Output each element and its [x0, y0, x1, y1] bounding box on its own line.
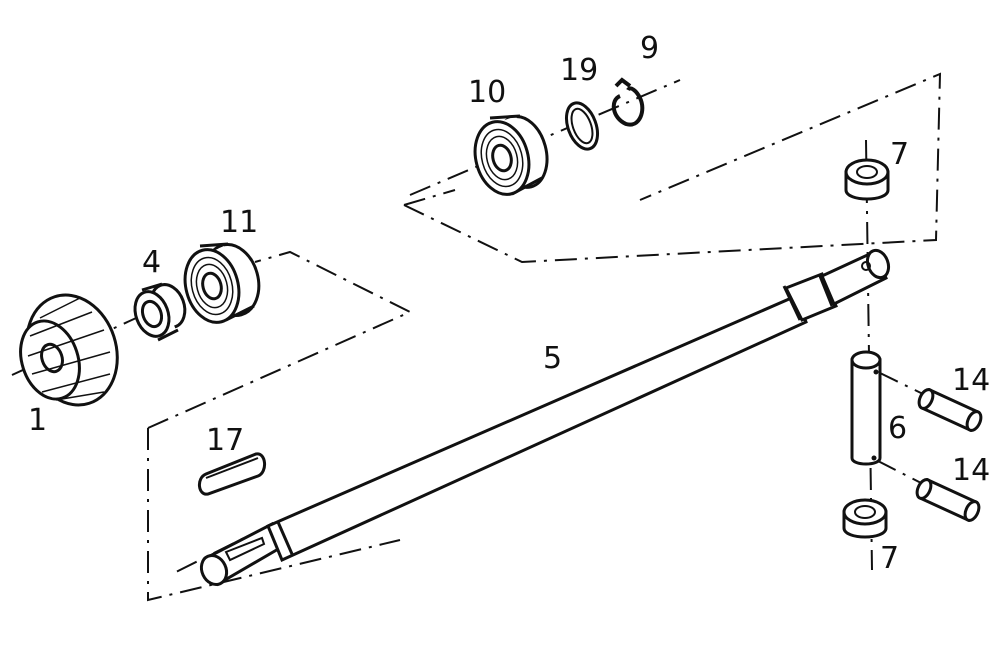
dowel-top-axis [877, 371, 926, 396]
label-pin: 6 [888, 411, 907, 446]
boundary-lower-left [147, 428, 401, 602]
bearing-right-bore [491, 143, 513, 173]
shaft [199, 248, 891, 587]
washer-outer [564, 101, 600, 151]
label-dowel-bottom: 14 [952, 453, 990, 488]
pin-top-face [850, 350, 882, 370]
part-labels: 1 4 5 6 7 7 9 10 11 14 14 17 19 [28, 31, 990, 576]
roller-top [844, 158, 890, 201]
label-bearing-left: 11 [220, 205, 258, 240]
assembly-boundary-lines [147, 72, 942, 602]
washer-inner [570, 107, 594, 145]
shaft-tip [865, 248, 891, 280]
label-gear: 1 [28, 403, 47, 438]
pin-body [850, 358, 882, 466]
bearing-axis-line [409, 79, 681, 196]
shaft-cross-hole [861, 261, 871, 271]
bushing-bore [140, 299, 164, 329]
bevel-gear [19, 293, 119, 407]
bearing-left [183, 242, 261, 324]
bearing-left-bore [201, 271, 223, 301]
bushing-top-edge [141, 282, 163, 292]
label-roller-bottom: 7 [880, 541, 899, 576]
boundary-upper-right [403, 72, 942, 264]
dowel-bottom [915, 478, 981, 522]
label-washer: 19 [560, 53, 598, 88]
bearing-right [473, 114, 549, 196]
roller-bottom-face [842, 498, 888, 526]
label-circlip: 9 [640, 31, 659, 66]
roller-bottom [842, 498, 888, 539]
circlip-ring [611, 77, 645, 127]
washer [564, 101, 600, 151]
bushing [133, 282, 187, 342]
key-body [198, 452, 266, 496]
bushing-bottom-edge [157, 328, 179, 342]
label-shaft: 5 [543, 341, 562, 376]
shaft-body [266, 293, 808, 563]
pin [850, 350, 882, 466]
label-dowel-top: 14 [952, 363, 990, 398]
label-roller-top: 7 [890, 137, 909, 172]
label-bearing-right: 10 [468, 75, 506, 110]
circlip [611, 77, 645, 127]
label-key: 17 [206, 423, 244, 458]
dowel-top [917, 388, 983, 432]
boundary-upper-left-tip [403, 189, 456, 206]
bevel-gear-bore [40, 342, 64, 374]
bevel-gear-teeth [27, 297, 111, 401]
dowel-bottom-axis [875, 459, 926, 486]
boundary-left-bracket [147, 250, 413, 429]
label-bushing: 4 [142, 245, 161, 280]
roller-top-face [844, 158, 890, 186]
shaft-keyway [224, 536, 266, 562]
shaft-end-face [199, 553, 229, 587]
key [198, 452, 266, 496]
